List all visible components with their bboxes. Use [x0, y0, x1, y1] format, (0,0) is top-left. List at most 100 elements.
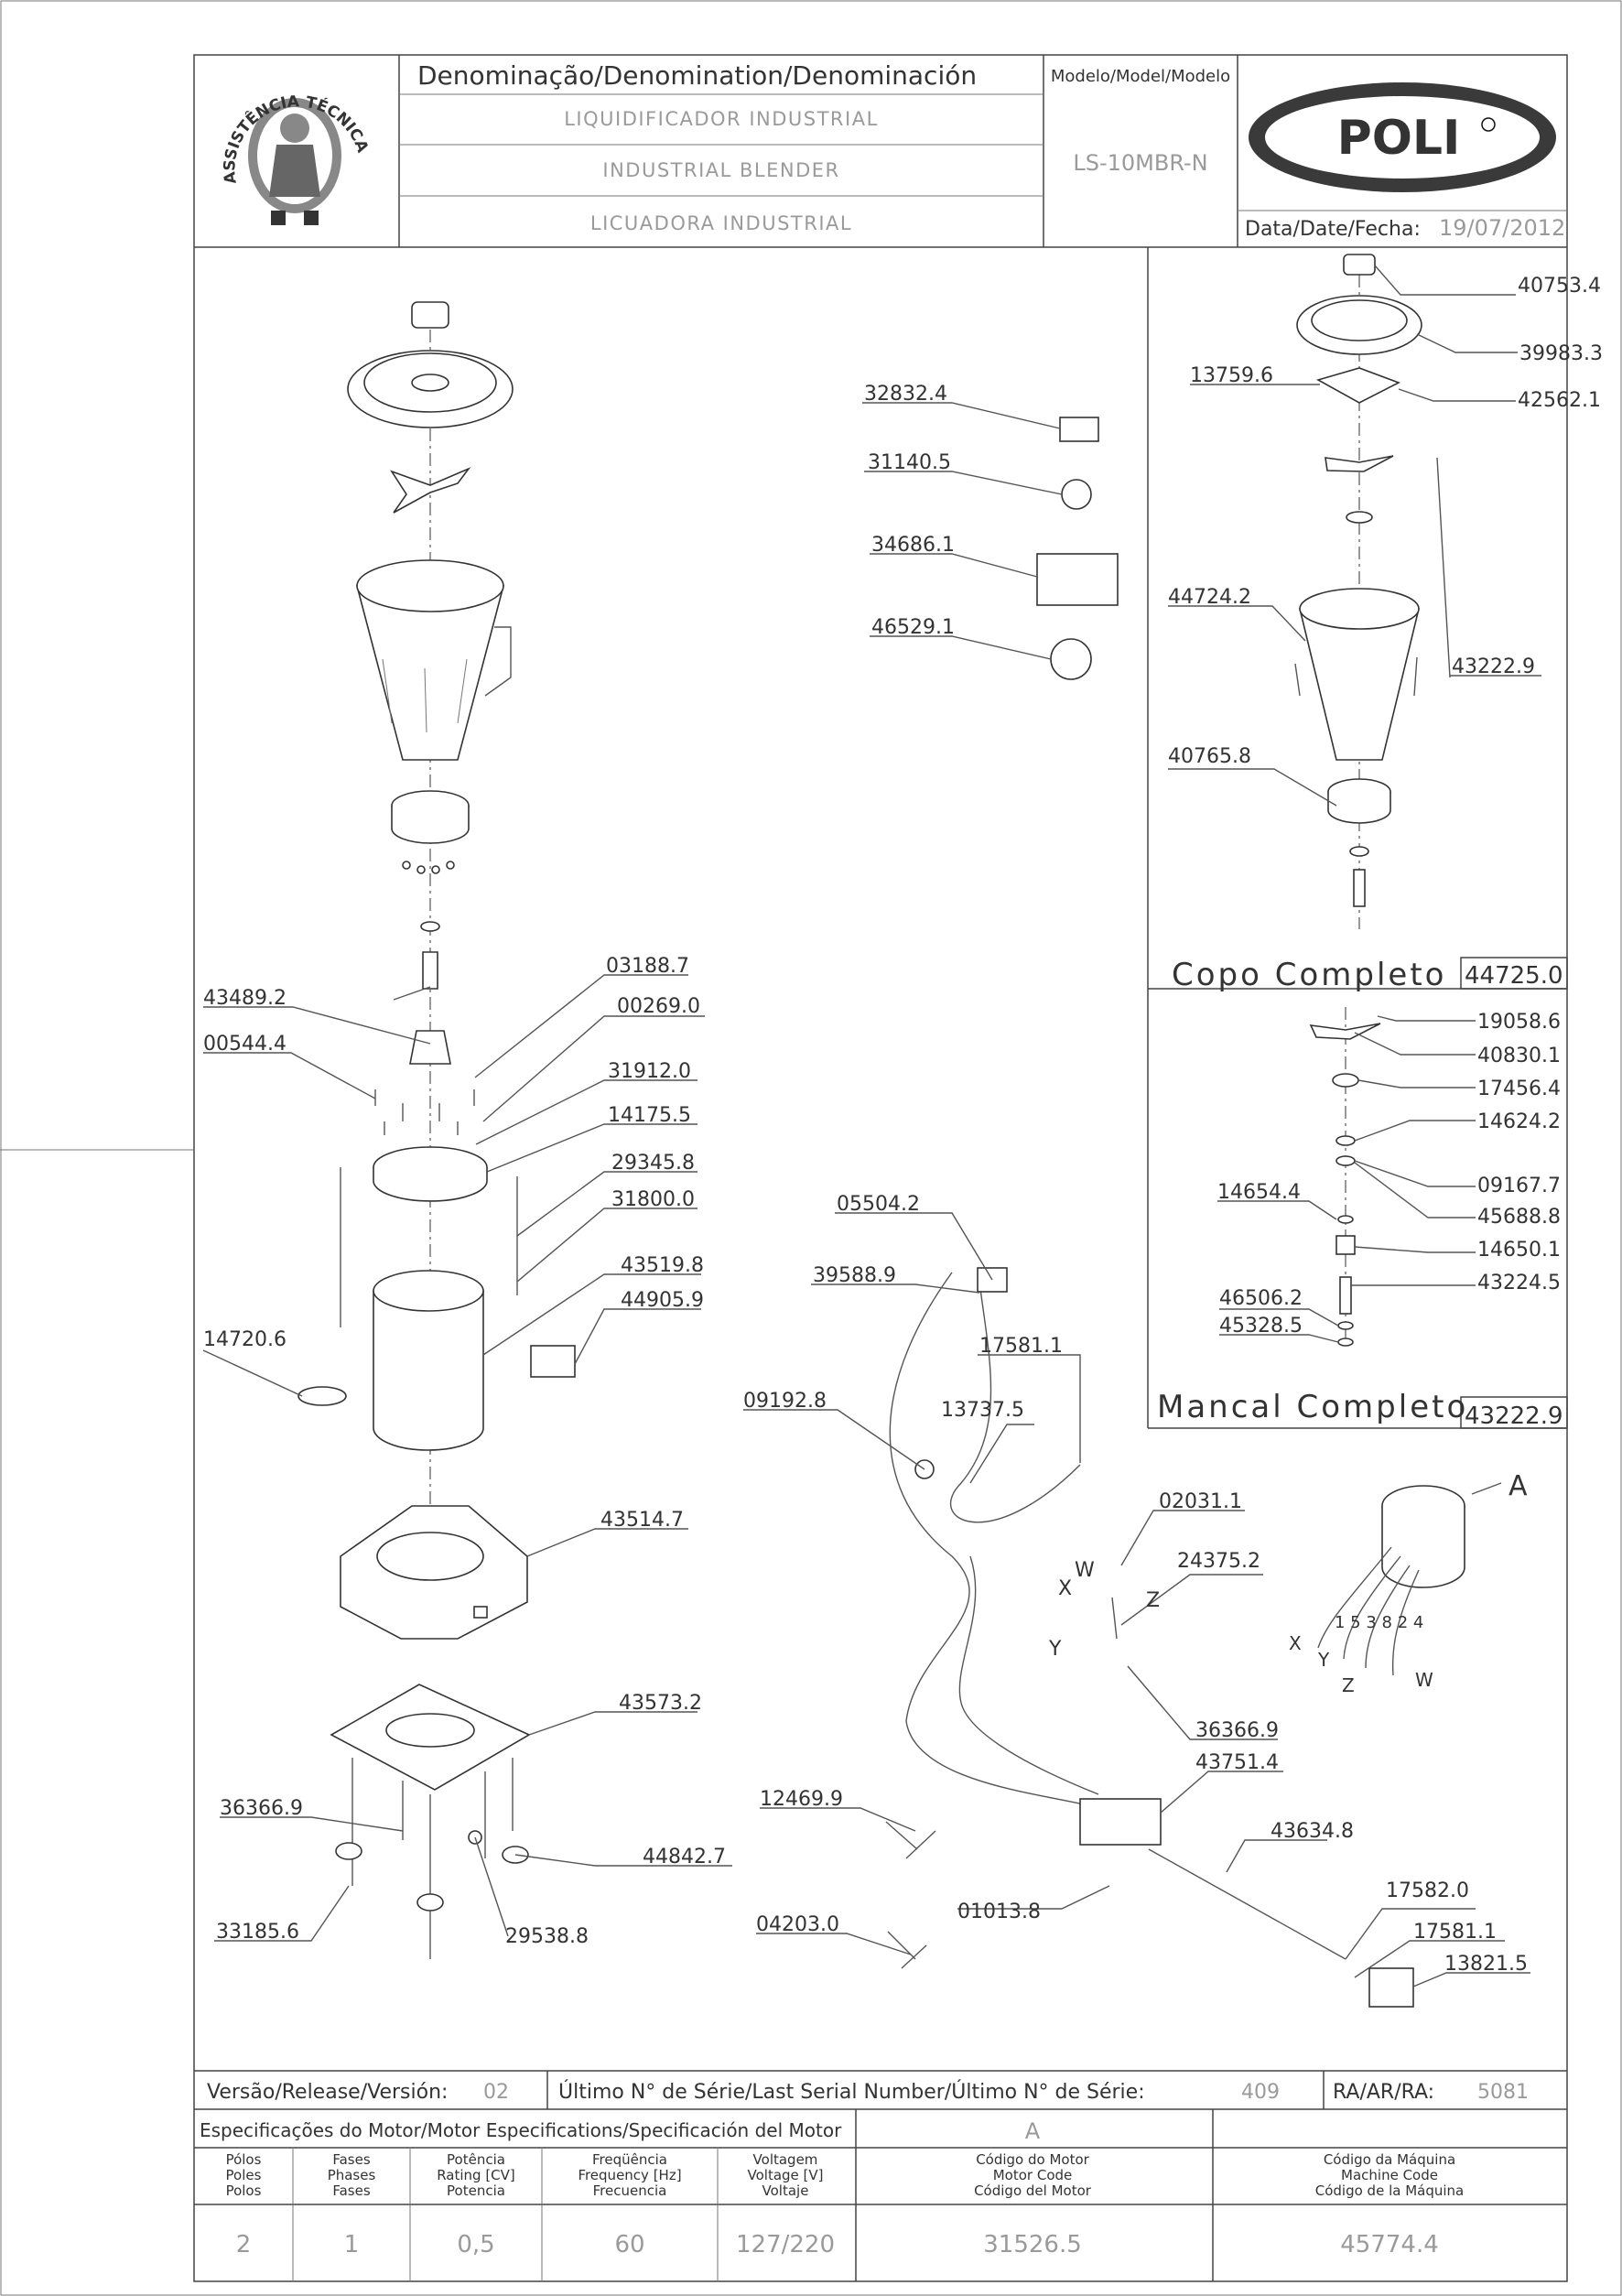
detail-term-z: Z: [1342, 1674, 1355, 1696]
poli-logo: POLI: [1249, 82, 1556, 192]
spec-header-1-h3: Fases: [332, 2182, 370, 2199]
label-14650-1: 14650.1: [1477, 1239, 1561, 1262]
spec-header-6-h3: Código de la Máquina: [1315, 2182, 1464, 2199]
copo-panel: Copo Completo 44725.0 Mancal Completo 43…: [1147, 247, 1568, 1430]
label-46506-2: 46506.2: [1219, 1287, 1303, 1310]
copo-drawing: [1294, 254, 1422, 929]
label-33185-6: 33185.6: [216, 1921, 299, 1944]
serial-value: 409: [1241, 2081, 1280, 2104]
feet-and-screws: [335, 1758, 529, 1959]
model-title: Modelo/Model/Modelo: [1051, 67, 1230, 86]
label-31140-5: 31140.5: [868, 451, 951, 474]
labels-group: [1036, 417, 1119, 680]
label-39983-3: 39983.3: [1519, 342, 1603, 365]
poli-badge: [297, 1386, 347, 1406]
label-43514-7: 43514.7: [600, 1509, 684, 1532]
mancal-title: Mancal Completo: [1157, 1389, 1468, 1425]
spec-columns: PólosPolesPolos2FasesPhasesFases1Potênci…: [226, 2151, 1465, 2258]
drawing-frame: [193, 54, 1568, 2282]
terminal-block: [1079, 1798, 1162, 1846]
motor-detail-a: A 1 5 3 8 2 4 X Y Z W: [1289, 1470, 1528, 1696]
label-00544-4: 00544.4: [203, 1033, 287, 1056]
spec-value-5: 31526.5: [983, 2231, 1082, 2258]
title-block: ASSISTÊNCIA TÉCNICA AUTORIZADA Denominaç…: [0, 0, 1567, 248]
label-00269-0: 00269.0: [617, 995, 700, 1018]
label-43224-5: 43224.5: [1477, 1272, 1561, 1294]
spec-header-6-h1: Código da Máquina: [1324, 2151, 1455, 2168]
blade: [390, 467, 471, 514]
date-value: 19/07/2012: [1439, 215, 1565, 241]
footer-block: Versão/Release/Versión: 02 Último N° de …: [194, 2070, 1567, 2281]
mancal-code: 43222.9: [1465, 1403, 1563, 1430]
label-43489-2: 43489.2: [203, 987, 287, 1010]
label-43222-9: 43222.9: [1452, 655, 1535, 678]
name-pt: LIQUIDIFICADOR INDUSTRIAL: [564, 108, 879, 130]
ra-label: RA/AR/RA:: [1333, 2081, 1434, 2104]
spec-header-0-h1: Pólos: [226, 2151, 262, 2168]
label-40765-8: 40765.8: [1168, 745, 1251, 768]
name-en: INDUSTRIAL BLENDER: [602, 159, 839, 181]
label-17581-1b: 17581.1: [1413, 1921, 1497, 1944]
label-14654-4: 14654.4: [1217, 1181, 1301, 1204]
date-label: Data/Date/Fecha:: [1245, 218, 1421, 241]
label-44842-7: 44842.7: [643, 1846, 726, 1868]
spec-header-3-h1: Freqüência: [592, 2151, 667, 2168]
label-46529-1: 46529.1: [871, 616, 955, 639]
base-plate: [330, 1684, 531, 1791]
label-43634-8: 43634.8: [1271, 1820, 1354, 1843]
detail-term-x: X: [1289, 1632, 1302, 1654]
mancal-drawing: [1309, 1007, 1381, 1347]
spec-header-4-h2: Voltage [V]: [748, 2167, 824, 2183]
wire-y: Y: [1048, 1638, 1062, 1661]
label-19058-6: 19058.6: [1477, 1011, 1561, 1034]
label-40830-1: 40830.1: [1477, 1045, 1561, 1067]
label-45328-5: 45328.5: [1219, 1315, 1303, 1338]
spec-header-3-h3: Frecuencia: [593, 2182, 667, 2199]
label-17582-0: 17582.0: [1386, 1879, 1469, 1902]
spec-header-4-h1: Voltagem: [753, 2151, 818, 2168]
spec-header-0-h2: Poles: [226, 2167, 262, 2183]
spec-value-1: 1: [344, 2231, 360, 2258]
label-31800-0: 31800.0: [611, 1188, 695, 1211]
label-34686-1: 34686.1: [871, 534, 955, 557]
label-29345-8: 29345.8: [611, 1152, 695, 1175]
wire-x: X: [1058, 1577, 1072, 1600]
detail-term-y: Y: [1317, 1649, 1330, 1671]
label-45688-8: 45688.8: [1477, 1206, 1561, 1229]
spec-value-3: 60: [614, 2231, 644, 2258]
detail-numbers: 1 5 3 8 2 4: [1335, 1613, 1423, 1632]
bearing-housing: [391, 790, 470, 844]
part-labels: 03188.7 43489.2 00269.0 00544.4 31912.0 …: [203, 275, 1603, 1976]
spec-header-2-h2: Rating [CV]: [437, 2167, 515, 2183]
label-14720-6: 14720.6: [203, 1328, 287, 1351]
spec-value-6: 45774.4: [1340, 2231, 1439, 2258]
motor-body: [373, 1270, 484, 1451]
spec-header-5-h1: Código do Motor: [976, 2151, 1089, 2168]
spec-value-2: 0,5: [457, 2231, 494, 2258]
spec-header-5-h3: Código del Motor: [974, 2182, 1092, 2199]
label-03188-7: 03188.7: [606, 955, 689, 978]
brand-text: POLI: [1337, 111, 1461, 166]
label-09167-7: 09167.7: [1477, 1175, 1561, 1197]
spec-header-1-h2: Phases: [328, 2167, 376, 2183]
detail-letter: A: [1508, 1470, 1528, 1502]
label-40753-4: 40753.4: [1518, 275, 1601, 298]
label-02031-1: 02031.1: [1159, 1490, 1242, 1513]
label-sticker: [530, 1345, 576, 1378]
ra-value: 5081: [1477, 2081, 1529, 2104]
label-36366-9b: 36366.9: [1195, 1719, 1279, 1742]
wiring-harness: [885, 1267, 1414, 2008]
label-17581-1a: 17581.1: [979, 1335, 1063, 1358]
label-13759-6: 13759.6: [1190, 364, 1273, 387]
spec-header-4-h3: Voltaje: [762, 2182, 809, 2199]
label-43573-2: 43573.2: [619, 1692, 702, 1715]
label-04203-0: 04203.0: [756, 1913, 839, 1936]
label-05504-2: 05504.2: [837, 1193, 920, 1216]
label-44905-9: 44905.9: [621, 1289, 704, 1312]
denomination-title: Denominação/Denomination/Denominación: [417, 60, 977, 91]
spec-value-4: 127/220: [736, 2231, 835, 2258]
spec-header-5-h2: Motor Code: [993, 2167, 1073, 2183]
seal-text: ASSISTÊNCIA TÉCNICA AUTORIZADA: [0, 0, 372, 185]
